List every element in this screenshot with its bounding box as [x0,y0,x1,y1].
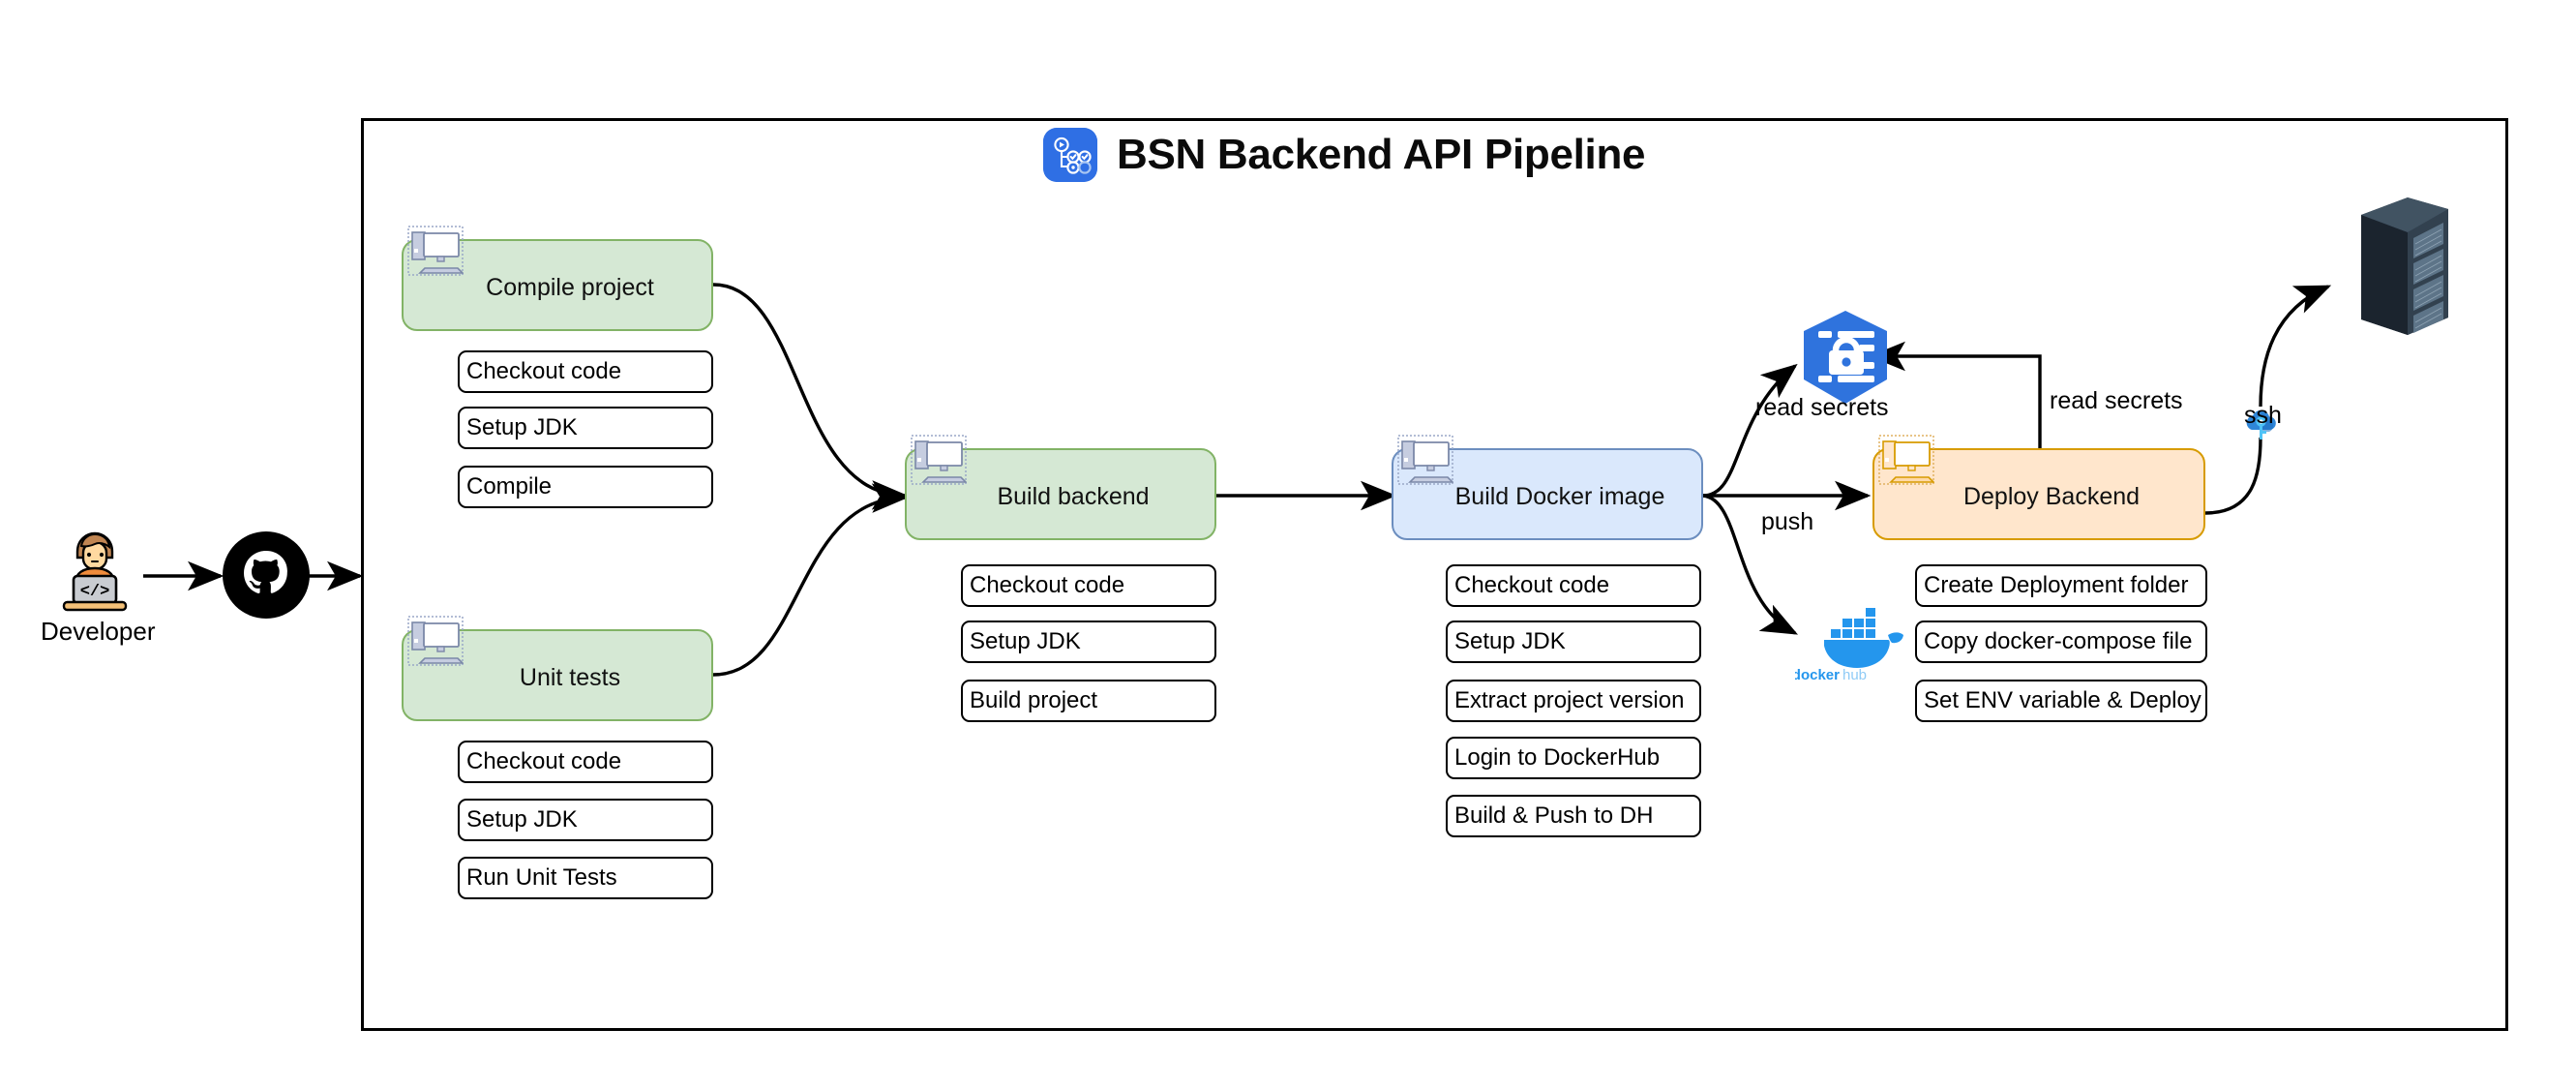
job-deploy-backend[interactable]: Deploy Backend [1872,435,2205,540]
job-label: Compile project [486,274,654,301]
step-box[interactable]: Checkout code [458,350,713,393]
step-box[interactable]: Setup JDK [1446,621,1701,663]
step-label: Build & Push to DH [1454,802,1654,829]
developer-avatar-icon: </> [62,531,128,612]
step-box[interactable]: Set ENV variable & Deploy [1915,680,2207,722]
step-box[interactable]: Checkout code [458,741,713,783]
edge-label-ssh: ssh [2244,402,2282,429]
svg-text:hub: hub [1842,667,1867,681]
step-label: Login to DockerHub [1454,744,1661,771]
svg-text:</>: </> [80,583,110,601]
step-box[interactable]: Compile [458,466,713,508]
step-box[interactable]: Run Unit Tests [458,857,713,899]
page-title-text: BSN Backend API Pipeline [1117,131,1646,178]
computer-icon [407,226,464,276]
step-label: Compile [466,473,553,500]
ssh-cloud-key-icon [2246,409,2276,439]
step-label: Extract project version [1454,687,1685,713]
step-box[interactable]: Setup JDK [458,407,713,449]
step-label: Run Unit Tests [466,864,617,891]
step-box[interactable]: Create Deployment folder [1915,564,2207,607]
step-label: Setup JDK [466,806,578,833]
step-label: Checkout code [466,748,622,774]
github-actions-workflow-icon [1043,128,1097,182]
step-box[interactable]: Build project [961,680,1216,722]
job-unit-tests[interactable]: Unit tests [402,616,713,721]
step-box[interactable]: Build & Push to DH [1446,795,1701,837]
github-octocat-icon [223,531,310,619]
svg-text:docker: docker [1795,667,1840,681]
step-label: Build project [970,687,1098,713]
edge-label-read-secrets-left: read secrets [1755,394,1889,421]
step-box[interactable]: Checkout code [961,564,1216,607]
job-label: Deploy Backend [1962,483,2141,510]
page-title: BSN Backend API Pipeline [1043,128,1646,182]
job-build-backend[interactable]: Build backend [905,435,1216,540]
step-label: Checkout code [1454,572,1610,598]
step-box[interactable]: Extract project version [1446,680,1701,722]
step-label: Setup JDK [1454,628,1566,654]
edge-label-push: push [1761,508,1814,535]
job-compile-project[interactable]: Compile project [402,226,713,331]
computer-icon [1878,435,1934,485]
step-box[interactable]: Setup JDK [961,621,1216,663]
computer-icon [911,435,967,485]
computer-icon [1397,435,1453,485]
step-label: Checkout code [970,572,1125,598]
step-box[interactable]: Copy docker-compose file [1915,621,2207,663]
job-label: Unit tests [519,664,621,691]
step-box[interactable]: Login to DockerHub [1446,737,1701,779]
step-box[interactable]: Checkout code [1446,564,1701,607]
step-label: Copy docker-compose file [1924,628,2193,654]
computer-icon [407,616,464,666]
edge-label-read-secrets-right: read secrets [2050,387,2183,414]
step-label: Setup JDK [970,628,1081,654]
step-label: Setup JDK [466,414,578,440]
job-label: Build Docker image [1454,483,1665,510]
step-label: Checkout code [466,358,622,384]
step-box[interactable]: Setup JDK [458,799,713,841]
job-label: Build backend [997,483,1150,510]
developer-label: Developer [41,617,156,646]
step-label: Set ENV variable & Deploy [1924,687,2202,713]
server-rack-icon [2361,197,2448,335]
step-label: Create Deployment folder [1924,572,2189,598]
docker-whale-icon: docker hub [1795,608,1903,681]
job-build-docker-image[interactable]: Build Docker image [1392,435,1703,540]
